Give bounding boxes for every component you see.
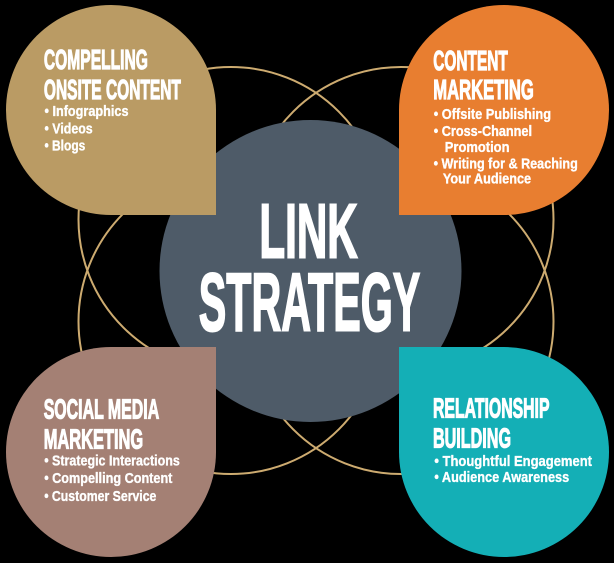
svg-text:COMPELLING: COMPELLING (44, 44, 148, 75)
svg-text:STRATEGY: STRATEGY (199, 255, 420, 348)
svg-text:MARKETING: MARKETING (433, 74, 534, 105)
svg-text:Your Audience: Your Audience (443, 172, 531, 188)
svg-text:• Compelling Content: • Compelling Content (44, 471, 172, 487)
svg-text:MARKETING: MARKETING (44, 423, 144, 454)
svg-text:• Offsite Publishing: • Offsite Publishing (434, 107, 551, 123)
svg-text:• Infographics: • Infographics (45, 104, 129, 120)
svg-text:• Videos: • Videos (45, 122, 93, 138)
svg-text:• Writing for & Reaching: • Writing for & Reaching (434, 157, 578, 173)
svg-text:• Audience Awareness: • Audience Awareness (434, 470, 569, 486)
svg-text:• Cross-Channel: • Cross-Channel (434, 124, 532, 140)
svg-text:CONTENT: CONTENT (433, 45, 508, 76)
svg-text:Promotion: Promotion (445, 140, 510, 156)
svg-text:• Thoughtful Engagement: • Thoughtful Engagement (434, 454, 592, 470)
svg-text:SOCIAL MEDIA: SOCIAL MEDIA (44, 393, 160, 424)
svg-text:• Strategic Interactions: • Strategic Interactions (44, 454, 180, 470)
svg-text:BUILDING: BUILDING (433, 422, 511, 453)
svg-text:LINK: LINK (259, 189, 357, 275)
svg-text:• Customer Service: • Customer Service (44, 489, 156, 505)
svg-text:• Blogs: • Blogs (45, 139, 86, 155)
svg-text:ONSITE CONTENT: ONSITE CONTENT (44, 74, 181, 105)
svg-text:RELATIONSHIP: RELATIONSHIP (433, 393, 550, 424)
